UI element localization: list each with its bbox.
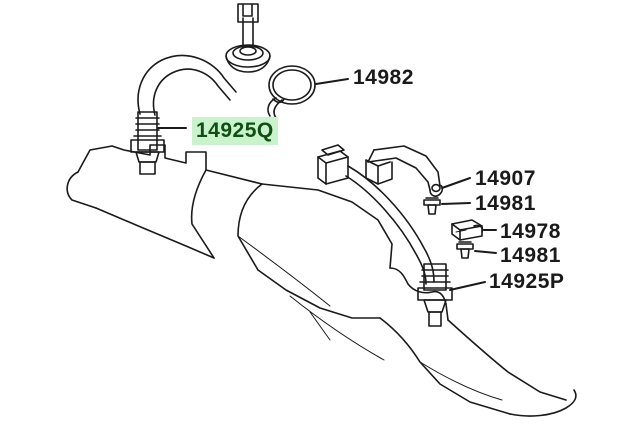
bracket-arm-left-cap [367,149,375,163]
connector-block-edge [317,156,327,185]
rear-oxygen-sensor-part [417,263,453,327]
sensor-harness-bracket-part [365,145,444,197]
converter-shade-3 [309,311,331,341]
tailpipe-bulge-top [389,267,449,321]
front-sensor-cable-outer [137,54,237,115]
bracket-foot-side [377,161,393,185]
rear-sensor-hex-nut [417,287,453,301]
connector-block-top-edge [325,156,349,164]
callout-14982[interactable]: 14982 [353,66,414,89]
clamp-lug [272,98,285,104]
clip-bolt-lower-part [456,241,474,259]
collar-left-edge [190,169,215,259]
clamp-ring-inner [272,69,312,101]
clamp-ring-outer [268,65,316,105]
bracket-arm-bottom [367,157,431,191]
converter-bottom [257,269,381,319]
leader-lines [157,78,497,291]
converter-top [261,183,393,269]
bracket-foot-edge [377,161,391,167]
bracket-eye-hole [431,183,441,193]
bolt-lower-shank [460,248,470,259]
bolt-upper-head [423,199,441,206]
front-oxygen-sensor-part [130,54,237,175]
converter-shade-2 [289,295,385,361]
clip-body [451,219,483,241]
callout-14981-upper[interactable]: 14981 [475,192,536,215]
exhaust-inlet-bottom [95,207,215,259]
rear-sensor-taper [423,299,447,313]
callout-14978[interactable]: 14978 [500,220,561,243]
leader-14981-upper [441,202,471,205]
callout-14907[interactable]: 14907 [475,167,536,190]
tailpipe-bottom [379,317,511,415]
connector-plug-body [237,3,259,23]
connector-stem [242,17,254,49]
connector-block-tab [321,144,345,156]
clip-top-edge [459,225,483,231]
sensor-taper [135,151,160,163]
exhaust-inlet-top [77,144,263,185]
bracket-bolt-upper-part [423,197,441,215]
grommet-skirt [225,55,271,73]
grommet-outer [225,44,271,68]
harness-clip-part [451,219,484,241]
sensor-body-shell [137,111,158,151]
leader-14982 [315,78,349,85]
front-sensor-connector-group [225,3,271,73]
converter-shade-1 [237,235,331,307]
exhaust-assembly [66,144,577,417]
callout-14925P[interactable]: 14925P [489,270,565,293]
tailpipe-end-cap [509,389,577,417]
harness-cable-outer [347,165,435,283]
leader-14981-lower [474,250,497,254]
connector-plug-latch [242,3,253,17]
bracket-eye-ring [429,184,444,197]
leader-14925P [449,281,486,291]
leader-14907 [441,177,471,189]
bolt-lower-head [456,243,474,250]
bracket-arm-top [373,145,441,187]
clip-detail [455,229,467,233]
sensor-hex-nut [130,139,165,153]
connector-block-body [317,150,349,185]
collar-right-edge [237,183,263,271]
bolt-upper-shank [427,204,437,215]
exhaust-inlet-cap [66,171,97,209]
wire-clamp-part [267,65,316,119]
tailpipe-top-edge [447,319,567,401]
sensor-tip [139,161,156,175]
clip-hook [473,224,484,233]
rear-sensor-tip [428,311,442,327]
front-sensor-cable-inner [152,68,231,116]
callout-14925Q[interactable]: 14925Q [192,117,278,145]
grommet-mid [232,45,264,61]
tailpipe-shade [419,361,503,401]
rear-sensor-shell [423,263,447,291]
grommet-inner [239,46,257,56]
callout-14981-lower[interactable]: 14981 [500,244,561,267]
